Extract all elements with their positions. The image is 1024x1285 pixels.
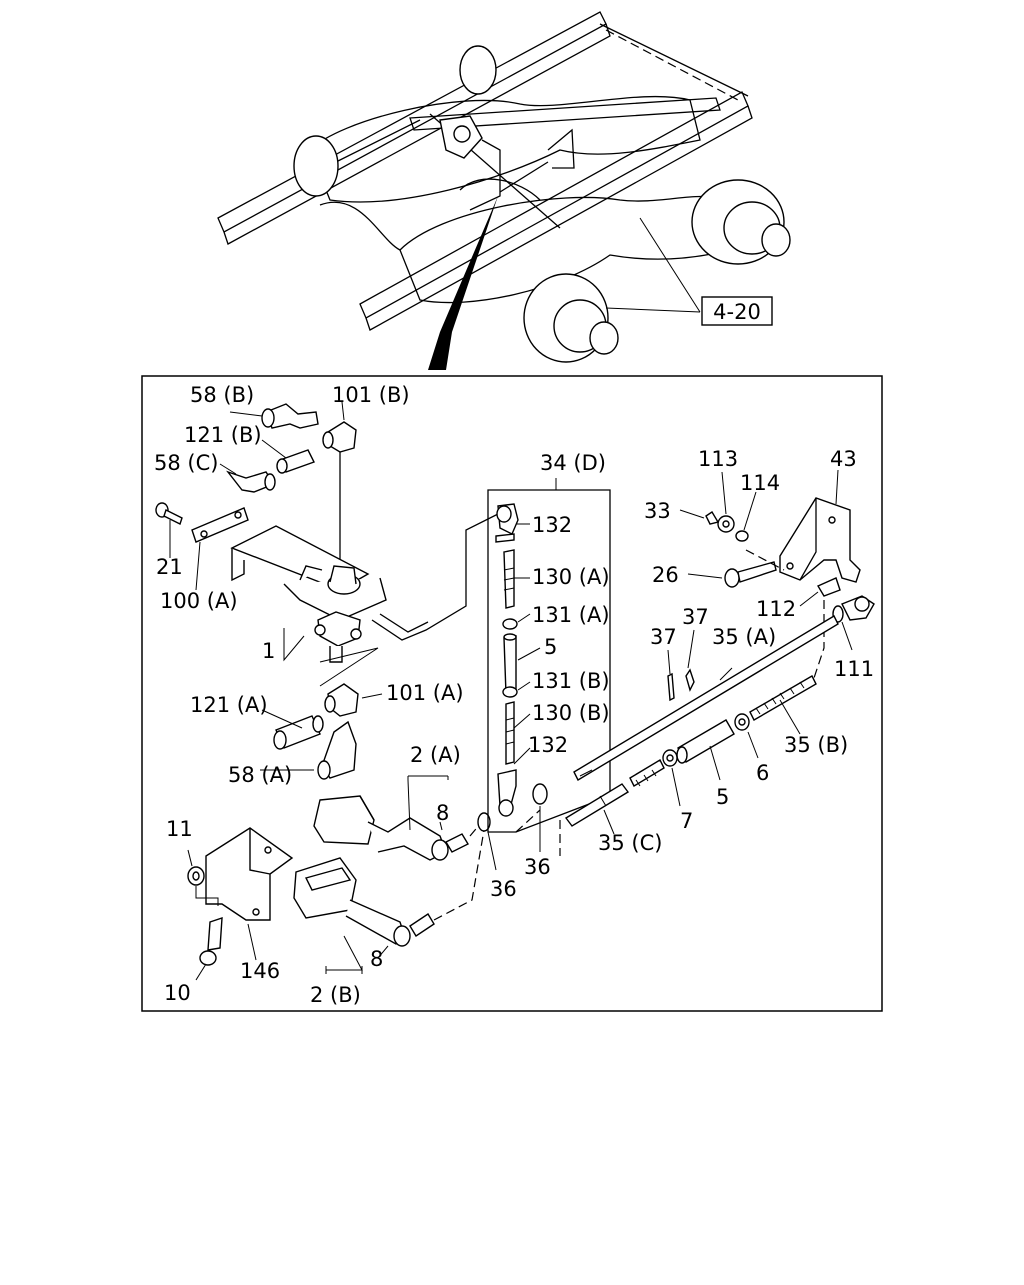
- label-114: 114: [740, 471, 780, 495]
- label-101b: 101 (B): [332, 383, 410, 407]
- label-121b: 121 (B): [184, 423, 262, 447]
- label-58b: 58 (B): [190, 383, 254, 407]
- label-35a: 35 (A): [712, 625, 776, 649]
- label-5-upper: 5: [544, 635, 557, 659]
- label-8-upper: 8: [436, 801, 449, 825]
- label-5-lower: 5: [716, 785, 729, 809]
- label-26: 26: [652, 563, 679, 587]
- rod-assembly-34d: [487, 478, 611, 833]
- label-131a: 131 (A): [532, 603, 610, 627]
- label-130a: 130 (A): [532, 565, 610, 589]
- upper-right-parts: [679, 469, 875, 679]
- label-2a: 2 (A): [410, 743, 461, 767]
- lower-left-fittings: [260, 683, 383, 780]
- label-33: 33: [644, 499, 671, 523]
- label-35b: 35 (B): [784, 733, 848, 757]
- label-131b: 131 (B): [532, 669, 610, 693]
- label-113: 113: [698, 447, 738, 471]
- label-34d: 34 (D): [540, 451, 606, 475]
- chassis-overview: 4-20: [217, 11, 791, 370]
- long-rods: [515, 615, 839, 856]
- label-121a: 121 (A): [190, 693, 268, 717]
- label-21: 21: [156, 555, 183, 579]
- reference-box-frame: [701, 296, 773, 326]
- label-111: 111: [834, 657, 874, 681]
- label-10: 10: [164, 981, 191, 1005]
- label-58c: 58 (C): [154, 451, 218, 475]
- label-36-left: 36: [490, 877, 517, 901]
- label-11: 11: [166, 817, 193, 841]
- label-8-lower: 8: [370, 947, 383, 971]
- label-146: 146: [240, 959, 280, 983]
- label-58a: 58 (A): [228, 763, 292, 787]
- label-43: 43: [830, 447, 857, 471]
- label-37-right: 37: [682, 605, 709, 629]
- label-7: 7: [680, 809, 693, 833]
- sensor-arms: [293, 775, 497, 974]
- label-36-right: 36: [524, 855, 551, 879]
- label-6: 6: [756, 761, 769, 785]
- label-37-left: 37: [650, 625, 677, 649]
- label-1: 1: [262, 639, 275, 663]
- upper-left-fittings: [155, 401, 499, 687]
- detail-frame: [141, 375, 883, 1012]
- label-35c: 35 (C): [598, 831, 662, 855]
- label-130b: 130 (B): [532, 701, 610, 725]
- label-132-top: 132: [532, 513, 572, 537]
- label-132-bottom: 132: [528, 733, 568, 757]
- part-labels: 58 (B) 101 (B) 121 (B) 58 (C) 21 100 (A)…: [154, 383, 874, 1007]
- bracket-146: [187, 827, 294, 981]
- reference-box-label: 4-20: [713, 300, 761, 324]
- label-112: 112: [756, 597, 796, 621]
- label-101a: 101 (A): [386, 681, 464, 705]
- label-2b: 2 (B): [310, 983, 361, 1007]
- label-100a: 100 (A): [160, 589, 238, 613]
